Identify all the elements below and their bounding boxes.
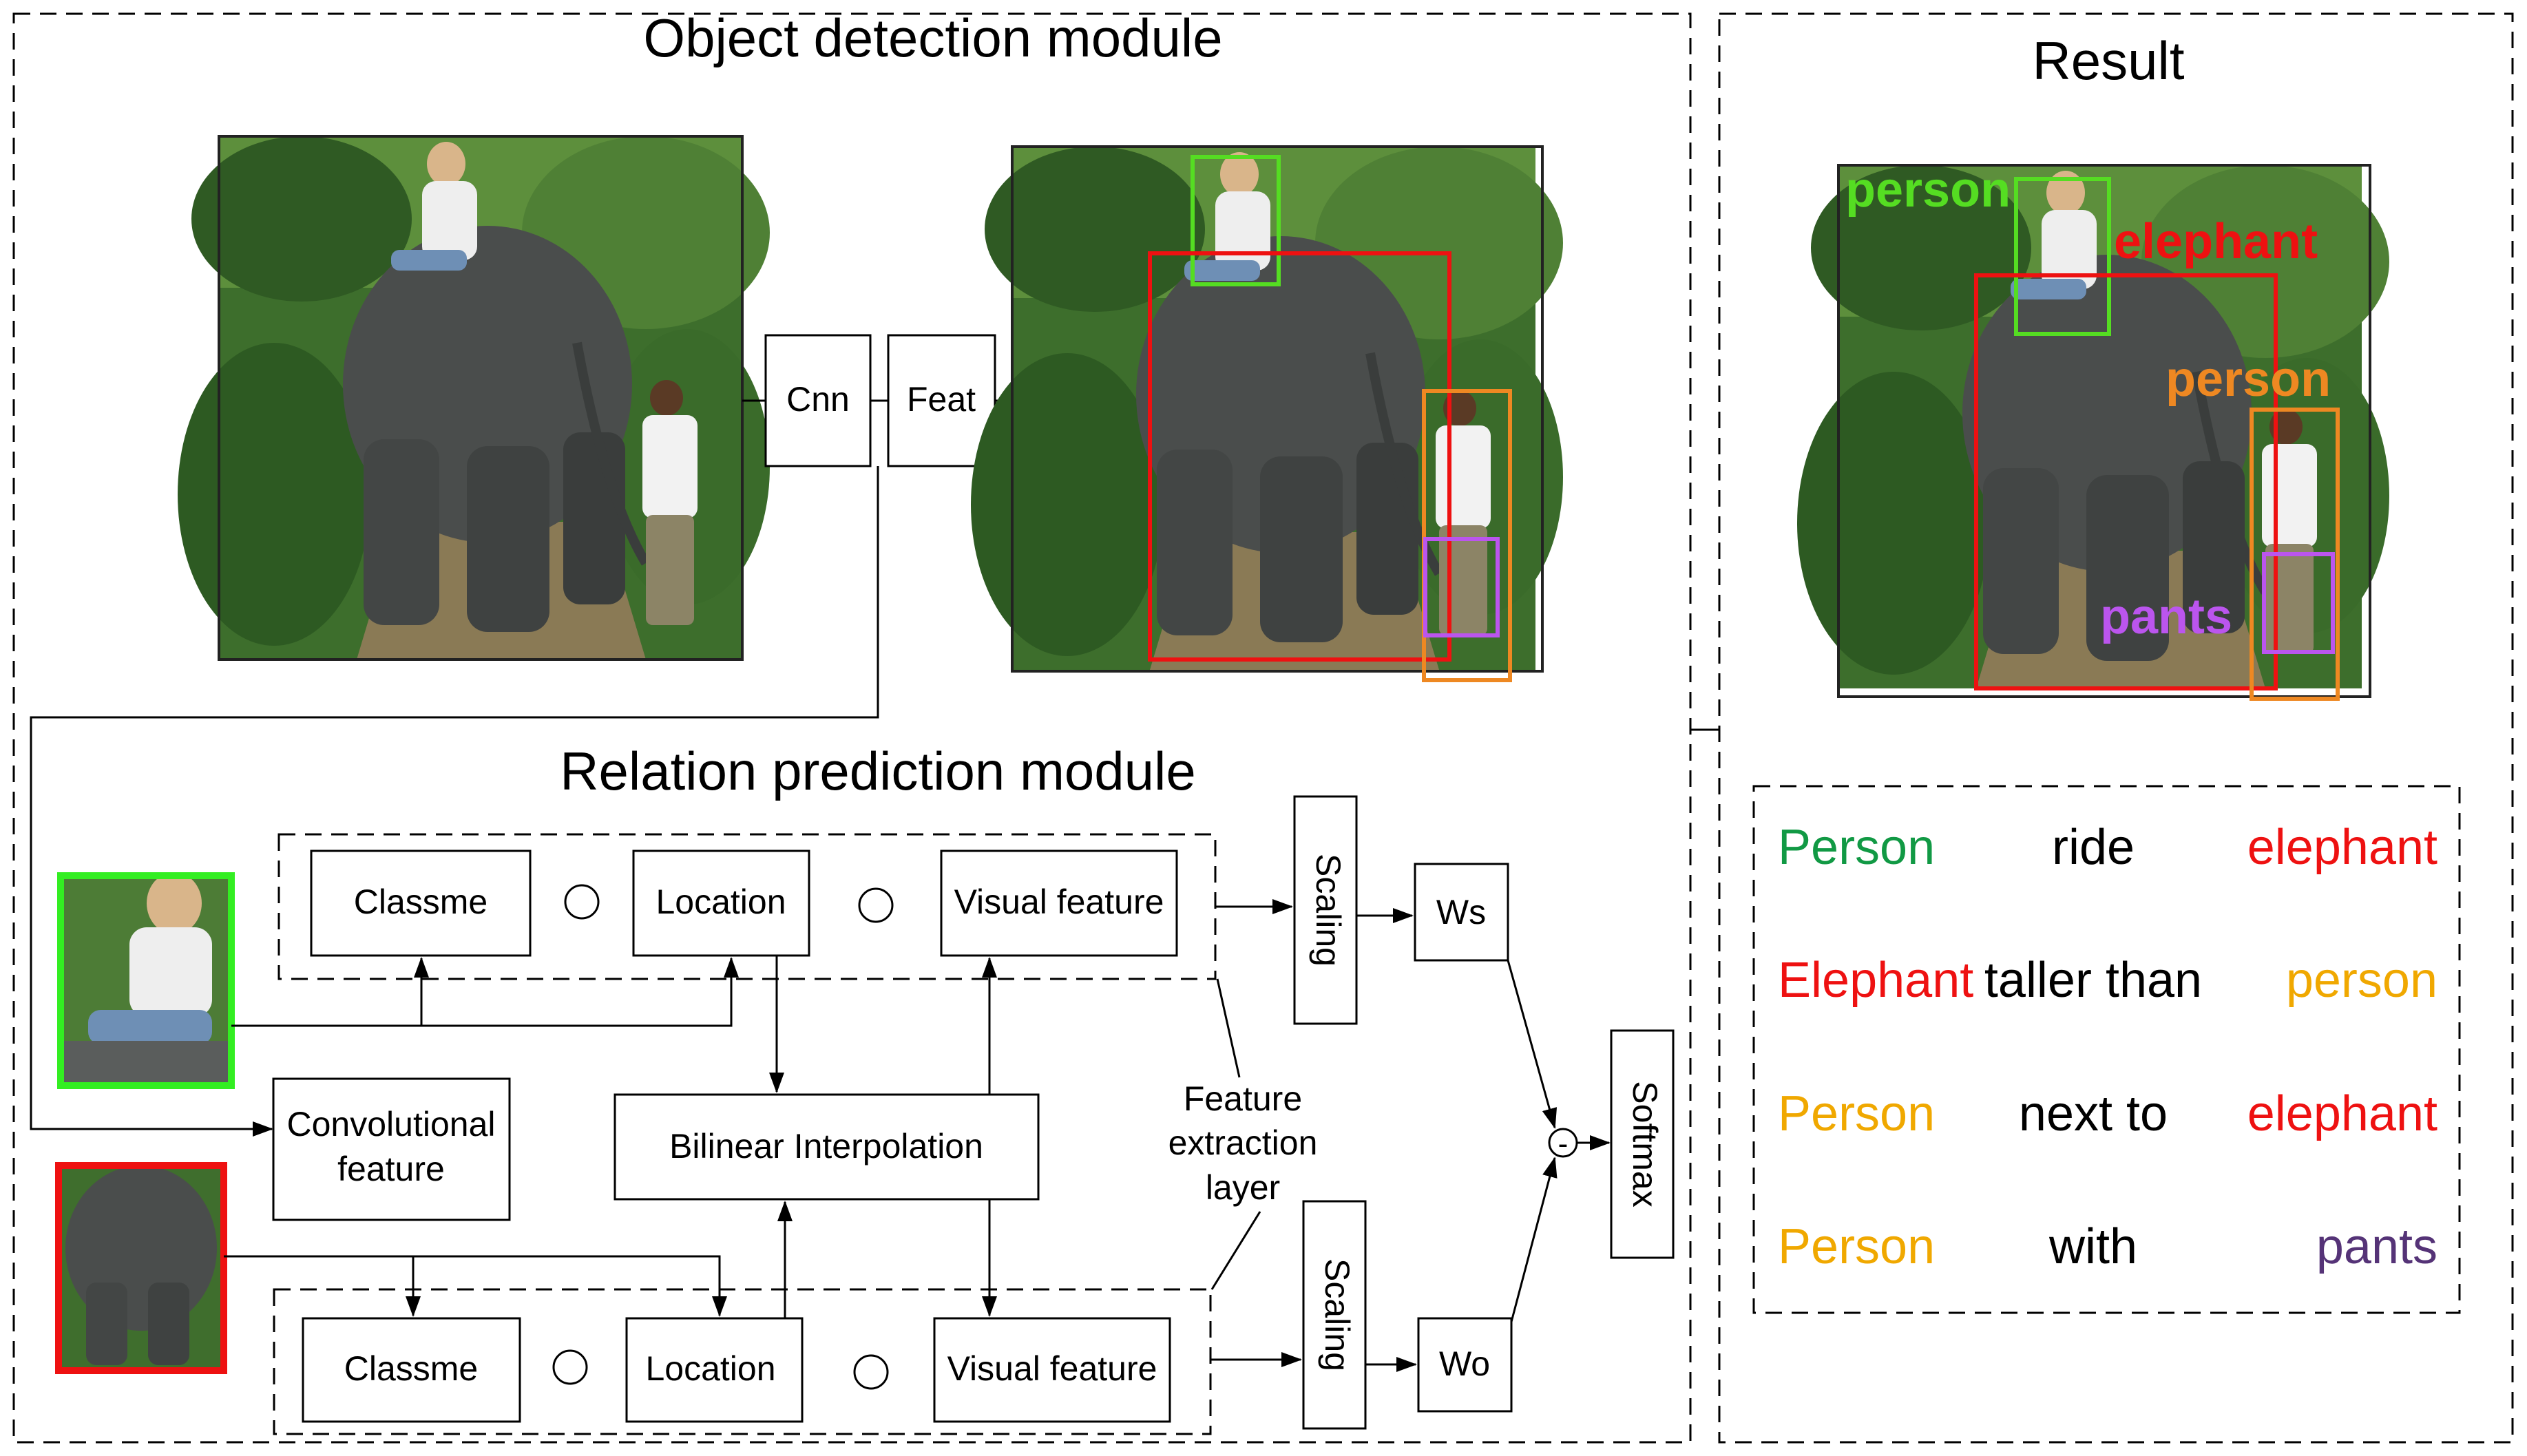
detection-box-handler — [1422, 389, 1512, 682]
bottom-visual-feature-box — [933, 1317, 1171, 1423]
bilinear-label: Bilinear Interpolation — [669, 1127, 983, 1165]
result-box-pants — [2262, 552, 2335, 654]
relation-3-predicate: next to — [2019, 1086, 2168, 1141]
feature-layer-label-line3: layer — [1206, 1168, 1280, 1207]
softmax-box — [1610, 1029, 1675, 1259]
conv-feature-label-line1: Convolutional — [287, 1105, 496, 1143]
feat-label: Feat — [907, 380, 976, 419]
conv-feature-label-line2: feature — [337, 1150, 445, 1188]
relations-list-border — [1752, 785, 2461, 1314]
bottom-feature-group — [273, 1288, 1212, 1435]
top-scaling-label: Scaling — [1309, 854, 1348, 967]
bottom-concat-circle-2 — [853, 1354, 889, 1390]
person-crop — [57, 872, 235, 1089]
ws-label: Ws — [1436, 893, 1486, 931]
relation-1-subject: Person — [1778, 820, 1935, 875]
result-box-elephant — [1974, 273, 2278, 690]
feature-layer-label-line1: Feature — [1184, 1079, 1302, 1118]
wo-label: Wo — [1439, 1344, 1490, 1383]
result-box-rider — [2014, 177, 2111, 336]
softmax-label: Softmax — [1626, 1081, 1664, 1207]
ws-box — [1414, 863, 1509, 962]
feat-to-conv-wire — [30, 466, 879, 1137]
detection-box-person — [1191, 155, 1281, 286]
bottom-visual-feature-label: Visual feature — [947, 1349, 1157, 1388]
feature-layer-label-line2: extraction — [1168, 1123, 1318, 1162]
person-to-location-wire — [231, 957, 739, 1027]
top-location-label: Location — [656, 883, 786, 921]
cnn-label: Cnn — [786, 380, 850, 419]
left-module-border — [12, 12, 1692, 1444]
result-tag-pants: pants — [2100, 589, 2232, 644]
top-scaling-box — [1293, 795, 1358, 1025]
top-classme-box — [310, 850, 532, 957]
relation-1-object: elephant — [2247, 820, 2437, 875]
relation-3-subject: Person — [1778, 1086, 1935, 1141]
relation-2-predicate: taller than — [1984, 953, 2202, 1008]
result-tag-person-1: person — [1845, 162, 2011, 218]
cnn-box — [764, 334, 872, 467]
relation-4-subject: Person — [1778, 1219, 1935, 1274]
detection-box-elephant — [1148, 251, 1451, 662]
relation-2-object: person — [2286, 953, 2437, 1008]
bottom-classme-box — [302, 1317, 521, 1423]
detection-module-title: Object detection module — [643, 8, 1222, 68]
result-title: Result — [2032, 30, 2184, 91]
feature-layer-pointer-bottom — [1210, 1211, 1261, 1290]
bottom-classme-label: Classme — [344, 1349, 478, 1388]
top-concat-circle-2 — [858, 887, 894, 923]
ws-to-merge-wire — [1507, 960, 1558, 1129]
relation-1-predicate: ride — [2052, 820, 2135, 875]
elephant-to-location-wire — [224, 1255, 727, 1317]
relation-4-predicate: with — [2048, 1219, 2137, 1274]
top-classme-label: Classme — [354, 883, 487, 921]
input-photo — [178, 136, 770, 660]
top-visual-feature-box — [940, 850, 1178, 957]
relation-module-title: Relation prediction module — [560, 741, 1196, 801]
detection-box-pants — [1423, 537, 1500, 637]
result-tag-elephant: elephant — [2114, 214, 2318, 269]
bottom-location-label: Location — [645, 1349, 775, 1388]
bottom-scaling-box — [1302, 1200, 1367, 1430]
result-module-border — [1718, 12, 2514, 1444]
top-visual-feature-label: Visual feature — [954, 883, 1164, 921]
result-box-handler — [2250, 408, 2340, 701]
bottom-location-box — [625, 1317, 804, 1423]
relation-2-subject: Elephant — [1778, 953, 1973, 1008]
wo-to-merge-wire — [1510, 1157, 1558, 1322]
wo-box — [1417, 1317, 1513, 1413]
relation-3-object: elephant — [2247, 1086, 2437, 1141]
merge-symbol: - — [1558, 1127, 1569, 1161]
elephant-crop — [55, 1162, 227, 1374]
top-location-box — [632, 850, 810, 957]
relation-4-object: pants — [2316, 1219, 2437, 1274]
top-concat-circle-1 — [564, 884, 600, 920]
bottom-scaling-label: Scaling — [1318, 1258, 1356, 1371]
conv-feature-box — [272, 1077, 511, 1221]
feature-layer-pointer-top — [1216, 978, 1241, 1078]
bilinear-box — [614, 1093, 1040, 1201]
result-photo: person elephant person pants — [1797, 162, 2389, 701]
result-tag-person-2: person — [2166, 352, 2331, 407]
detection-photo — [971, 147, 1563, 682]
bottom-concat-circle-1 — [552, 1349, 588, 1385]
